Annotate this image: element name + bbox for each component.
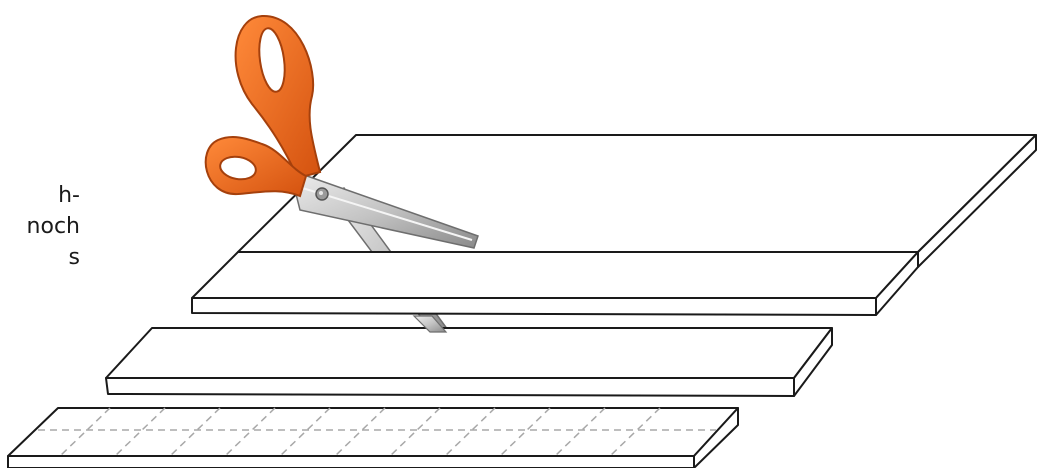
paper-strip-separate	[106, 328, 832, 396]
paper-strip-folded	[8, 408, 738, 468]
paper-strip-cut	[192, 252, 918, 315]
